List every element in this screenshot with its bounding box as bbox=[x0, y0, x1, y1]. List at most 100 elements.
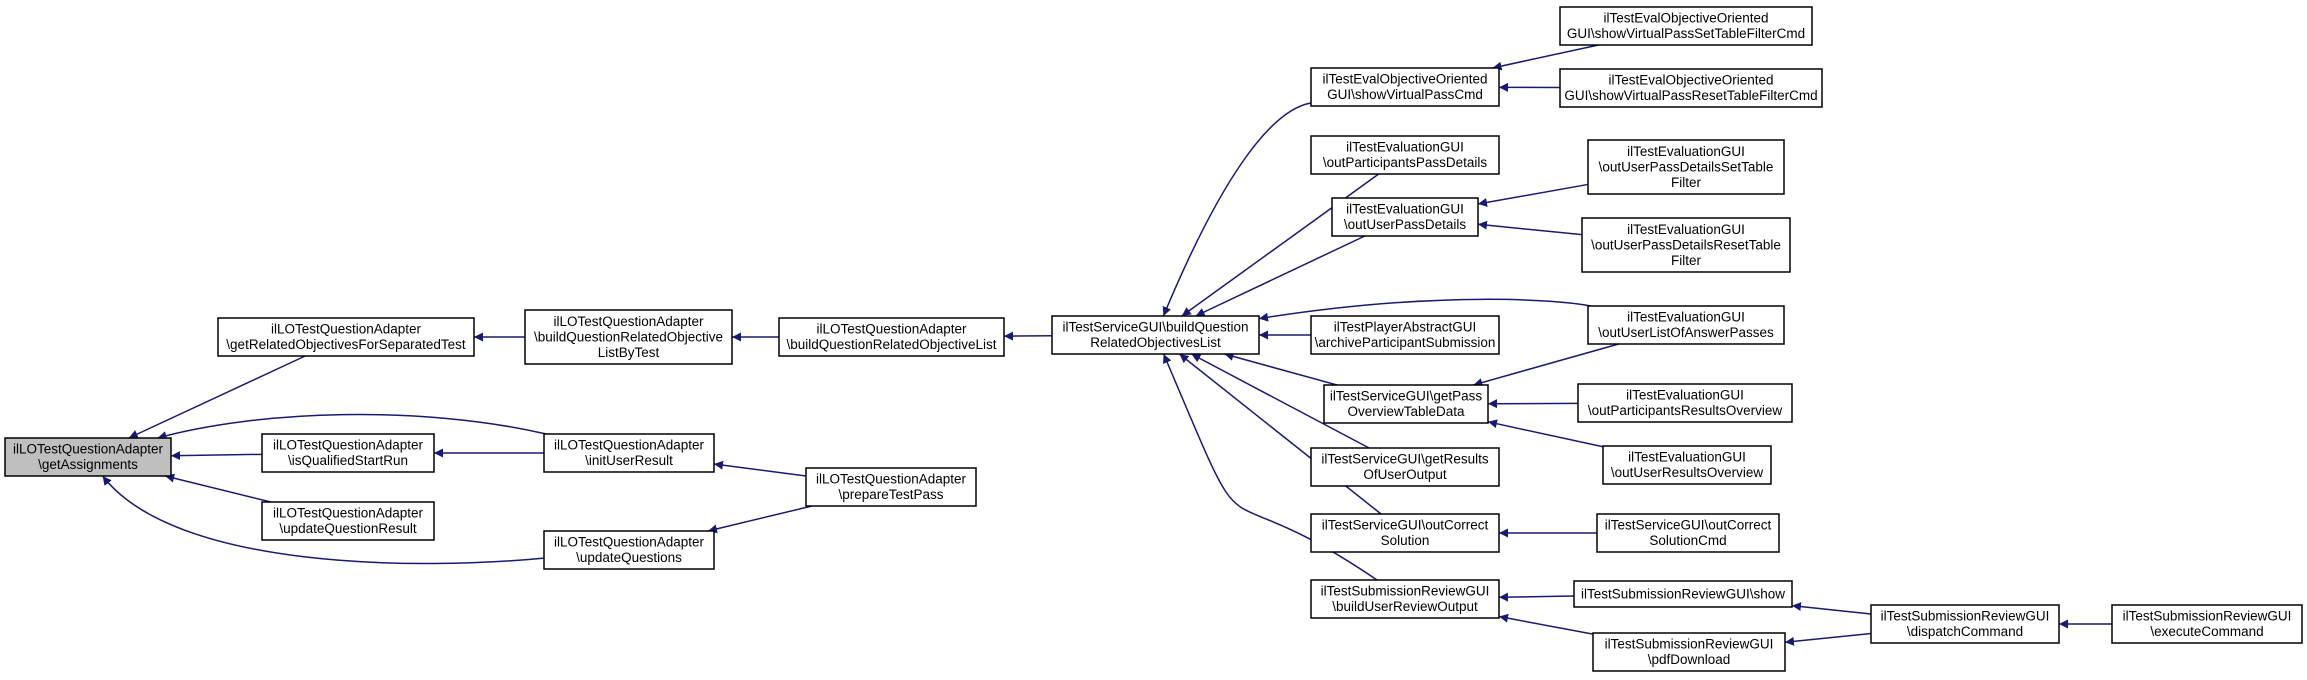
node-getRelatedObjectivesForSeparatedTest[interactable]: ilLOTestQuestionAdapter\getRelatedObject… bbox=[217, 317, 475, 357]
node-label-line: SolutionCmd bbox=[1649, 533, 1726, 548]
node-label-line: \updateQuestionResult bbox=[279, 521, 417, 536]
node-box bbox=[1310, 513, 1500, 553]
node-box bbox=[4, 437, 172, 477]
node-archiveParticipantSubmission[interactable]: ilTestPlayerAbstractGUI\archiveParticipa… bbox=[1310, 315, 1500, 355]
node-box bbox=[1051, 315, 1260, 355]
node-label-line: ilTestEvalObjectiveOriented bbox=[1322, 72, 1487, 87]
node-box bbox=[1581, 217, 1791, 273]
edge-getRelatedObjectivesForSeparatedTest-to-getAssignments bbox=[128, 355, 306, 439]
edge-outUserPassDetailsSetTableFilter-to-outUserPassDetails bbox=[1477, 183, 1589, 207]
edge-pdfDownload-to-buildUserReviewOutput bbox=[1498, 613, 1594, 635]
node-label-line: \buildQuestionRelatedObjective bbox=[534, 329, 723, 344]
node-label-line: ilLOTestQuestionAdapter bbox=[271, 322, 422, 337]
node-label-line: \buildUserReviewOutput bbox=[1332, 599, 1478, 614]
node-showVirtualPassCmd[interactable]: ilTestEvalObjectiveOrientedGUI\showVirtu… bbox=[1310, 67, 1500, 107]
node-box bbox=[1310, 579, 1500, 619]
node-initUserResult[interactable]: ilLOTestQuestionAdapter\initUserResult bbox=[543, 433, 715, 473]
node-box bbox=[543, 530, 715, 570]
node-box bbox=[1310, 135, 1500, 175]
node-updateQuestionResult[interactable]: ilLOTestQuestionAdapter\updateQuestionRe… bbox=[261, 501, 435, 541]
edge-showVirtualPassCmd-to-tsBuildQuestionRelatedObjectivesList bbox=[1162, 102, 1312, 317]
edge-dispatchCommand-to-srShow bbox=[1791, 602, 1872, 615]
node-label-line: ilLOTestQuestionAdapter bbox=[553, 314, 704, 329]
node-label-line: ilTestServiceGUI\outCorrect bbox=[1605, 518, 1772, 533]
node-label-line: ilLOTestQuestionAdapter bbox=[554, 535, 705, 550]
node-label-line: ilTestEvalObjectiveOriented bbox=[1608, 73, 1773, 88]
node-getPassOverviewTableData[interactable]: ilTestServiceGUI\getPassOverviewTableDat… bbox=[1323, 384, 1489, 424]
node-srShow[interactable]: ilTestSubmissionReviewGUI\show bbox=[1573, 580, 1793, 608]
node-buildQuestionRelatedObjectiveList[interactable]: ilLOTestQuestionAdapter\buildQuestionRel… bbox=[778, 317, 1005, 357]
node-label-line: Solution bbox=[1381, 533, 1430, 548]
node-label-line: ilTestServiceGUI\getPass bbox=[1330, 389, 1483, 404]
node-label-line: \outParticipantsPassDetails bbox=[1323, 155, 1488, 170]
edges-layer bbox=[102, 44, 2112, 646]
node-label-line: ilTestSubmissionReviewGUI\show bbox=[1581, 586, 1785, 601]
node-box bbox=[261, 433, 435, 473]
node-label-line: ilTestSubmissionReviewGUI bbox=[2123, 609, 2292, 624]
node-label-line: GUI\showVirtualPassSetTableFilterCmd bbox=[1567, 26, 1805, 41]
edge-outUserListOfAnswerPasses-to-tsBuildQuestionRelatedObjectivesList bbox=[1258, 298, 1591, 322]
node-buildUserReviewOutput[interactable]: ilTestSubmissionReviewGUI\buildUserRevie… bbox=[1310, 579, 1500, 619]
edge-initUserResult-to-getAssignments bbox=[157, 413, 547, 440]
node-label-line: \archiveParticipantSubmission bbox=[1315, 335, 1496, 350]
node-label-line: \outUserResultsOverview bbox=[1611, 465, 1764, 480]
node-label-line: \getRelatedObjectivesForSeparatedTest bbox=[226, 337, 466, 352]
node-outUserPassDetailsResetTableFilter[interactable]: ilTestEvaluationGUI\outUserPassDetailsRe… bbox=[1581, 217, 1791, 273]
node-label-line: ilTestEvaluationGUI bbox=[1628, 450, 1746, 465]
node-label-line: \outUserPassDetailsSetTable bbox=[1599, 159, 1774, 174]
node-outUserPassDetails[interactable]: ilTestEvaluationGUI\outUserPassDetails bbox=[1331, 197, 1479, 237]
node-box bbox=[1310, 315, 1500, 355]
node-box bbox=[217, 317, 475, 357]
node-updateQuestions[interactable]: ilLOTestQuestionAdapter\updateQuestions bbox=[543, 530, 715, 570]
node-box bbox=[1573, 580, 1793, 608]
node-box bbox=[1559, 68, 1823, 108]
node-outUserPassDetailsSetTableFilter[interactable]: ilTestEvaluationGUI\outUserPassDetailsSe… bbox=[1587, 139, 1785, 195]
node-box bbox=[1559, 6, 1813, 46]
node-prepareTestPass[interactable]: ilLOTestQuestionAdapter\prepareTestPass bbox=[805, 467, 977, 507]
node-label-line: \buildQuestionRelatedObjectiveList bbox=[786, 337, 996, 352]
node-label-line: ilTestEvaluationGUI bbox=[1627, 310, 1745, 325]
node-label-line: OfUserOutput bbox=[1363, 467, 1447, 482]
node-box bbox=[1323, 384, 1489, 424]
node-label-line: RelatedObjectivesList bbox=[1090, 335, 1221, 350]
node-label-line: ilTestEvaluationGUI bbox=[1627, 144, 1745, 159]
node-getAssignments[interactable]: ilLOTestQuestionAdapter\getAssignments bbox=[4, 437, 172, 477]
node-outUserResultsOverview[interactable]: ilTestEvaluationGUI\outUserResultsOvervi… bbox=[1602, 445, 1772, 485]
node-outParticipantsResultsOverview[interactable]: ilTestEvaluationGUI\outParticipantsResul… bbox=[1577, 383, 1793, 423]
node-label-line: OverviewTableData bbox=[1347, 404, 1465, 419]
edge-dispatchCommand-to-pdfDownload bbox=[1784, 632, 1872, 646]
node-box bbox=[778, 317, 1005, 357]
node-isQualifiedStartRun[interactable]: ilLOTestQuestionAdapter\isQualifiedStart… bbox=[261, 433, 435, 473]
node-showVirtualPassSetTableFilterCmd[interactable]: ilTestEvalObjectiveOrientedGUI\showVirtu… bbox=[1559, 6, 1813, 46]
edge-outUserPassDetailsResetTableFilter-to-outUserPassDetails bbox=[1477, 220, 1583, 236]
node-outUserListOfAnswerPasses[interactable]: ilTestEvaluationGUI\outUserListOfAnswerP… bbox=[1587, 305, 1785, 345]
node-showVirtualPassResetTableFilterCmd[interactable]: ilTestEvalObjectiveOrientedGUI\showVirtu… bbox=[1559, 68, 1823, 108]
node-label-line: ilTestSubmissionReviewGUI bbox=[1881, 609, 2050, 624]
node-box bbox=[1577, 383, 1793, 423]
edge-getPassOverviewTableData-to-tsBuildQuestionRelatedObjectivesList bbox=[1224, 352, 1338, 386]
node-buildQuestionRelatedObjectiveListByTest[interactable]: ilLOTestQuestionAdapter\buildQuestionRel… bbox=[524, 309, 733, 365]
node-outParticipantsPassDetails[interactable]: ilTestEvaluationGUI\outParticipantsPassD… bbox=[1310, 135, 1500, 175]
node-label-line: ilTestServiceGUI\buildQuestion bbox=[1062, 320, 1248, 335]
node-box bbox=[1602, 445, 1772, 485]
edge-outUserResultsOverview-to-getPassOverviewTableData bbox=[1487, 419, 1604, 448]
edge-outCorrectSolution-to-tsBuildQuestionRelatedObjectivesList bbox=[1178, 353, 1382, 515]
node-dispatchCommand[interactable]: ilTestSubmissionReviewGUI\dispatchComman… bbox=[1870, 604, 2060, 644]
node-label-line: Filter bbox=[1671, 253, 1702, 268]
node-box bbox=[1592, 632, 1786, 672]
node-pdfDownload[interactable]: ilTestSubmissionReviewGUI\pdfDownload bbox=[1592, 632, 1786, 672]
nodes-layer: ilLOTestQuestionAdapter\getAssignments il… bbox=[4, 6, 2303, 672]
node-label-line: \isQualifiedStartRun bbox=[288, 453, 408, 468]
edge-updateQuestionResult-to-getAssignments bbox=[165, 473, 271, 503]
edge-outUserPassDetails-to-tsBuildQuestionRelatedObjectivesList bbox=[1195, 235, 1366, 317]
node-box bbox=[543, 433, 715, 473]
node-label-line: \executeCommand bbox=[2150, 624, 2263, 639]
node-label-line: \outUserListOfAnswerPasses bbox=[1598, 325, 1774, 340]
node-box bbox=[1310, 447, 1500, 487]
node-tsBuildQuestionRelatedObjectivesList[interactable]: ilTestServiceGUI\buildQuestionRelatedObj… bbox=[1051, 315, 1260, 355]
node-executeCommand[interactable]: ilTestSubmissionReviewGUI\executeCommand bbox=[2111, 604, 2303, 644]
